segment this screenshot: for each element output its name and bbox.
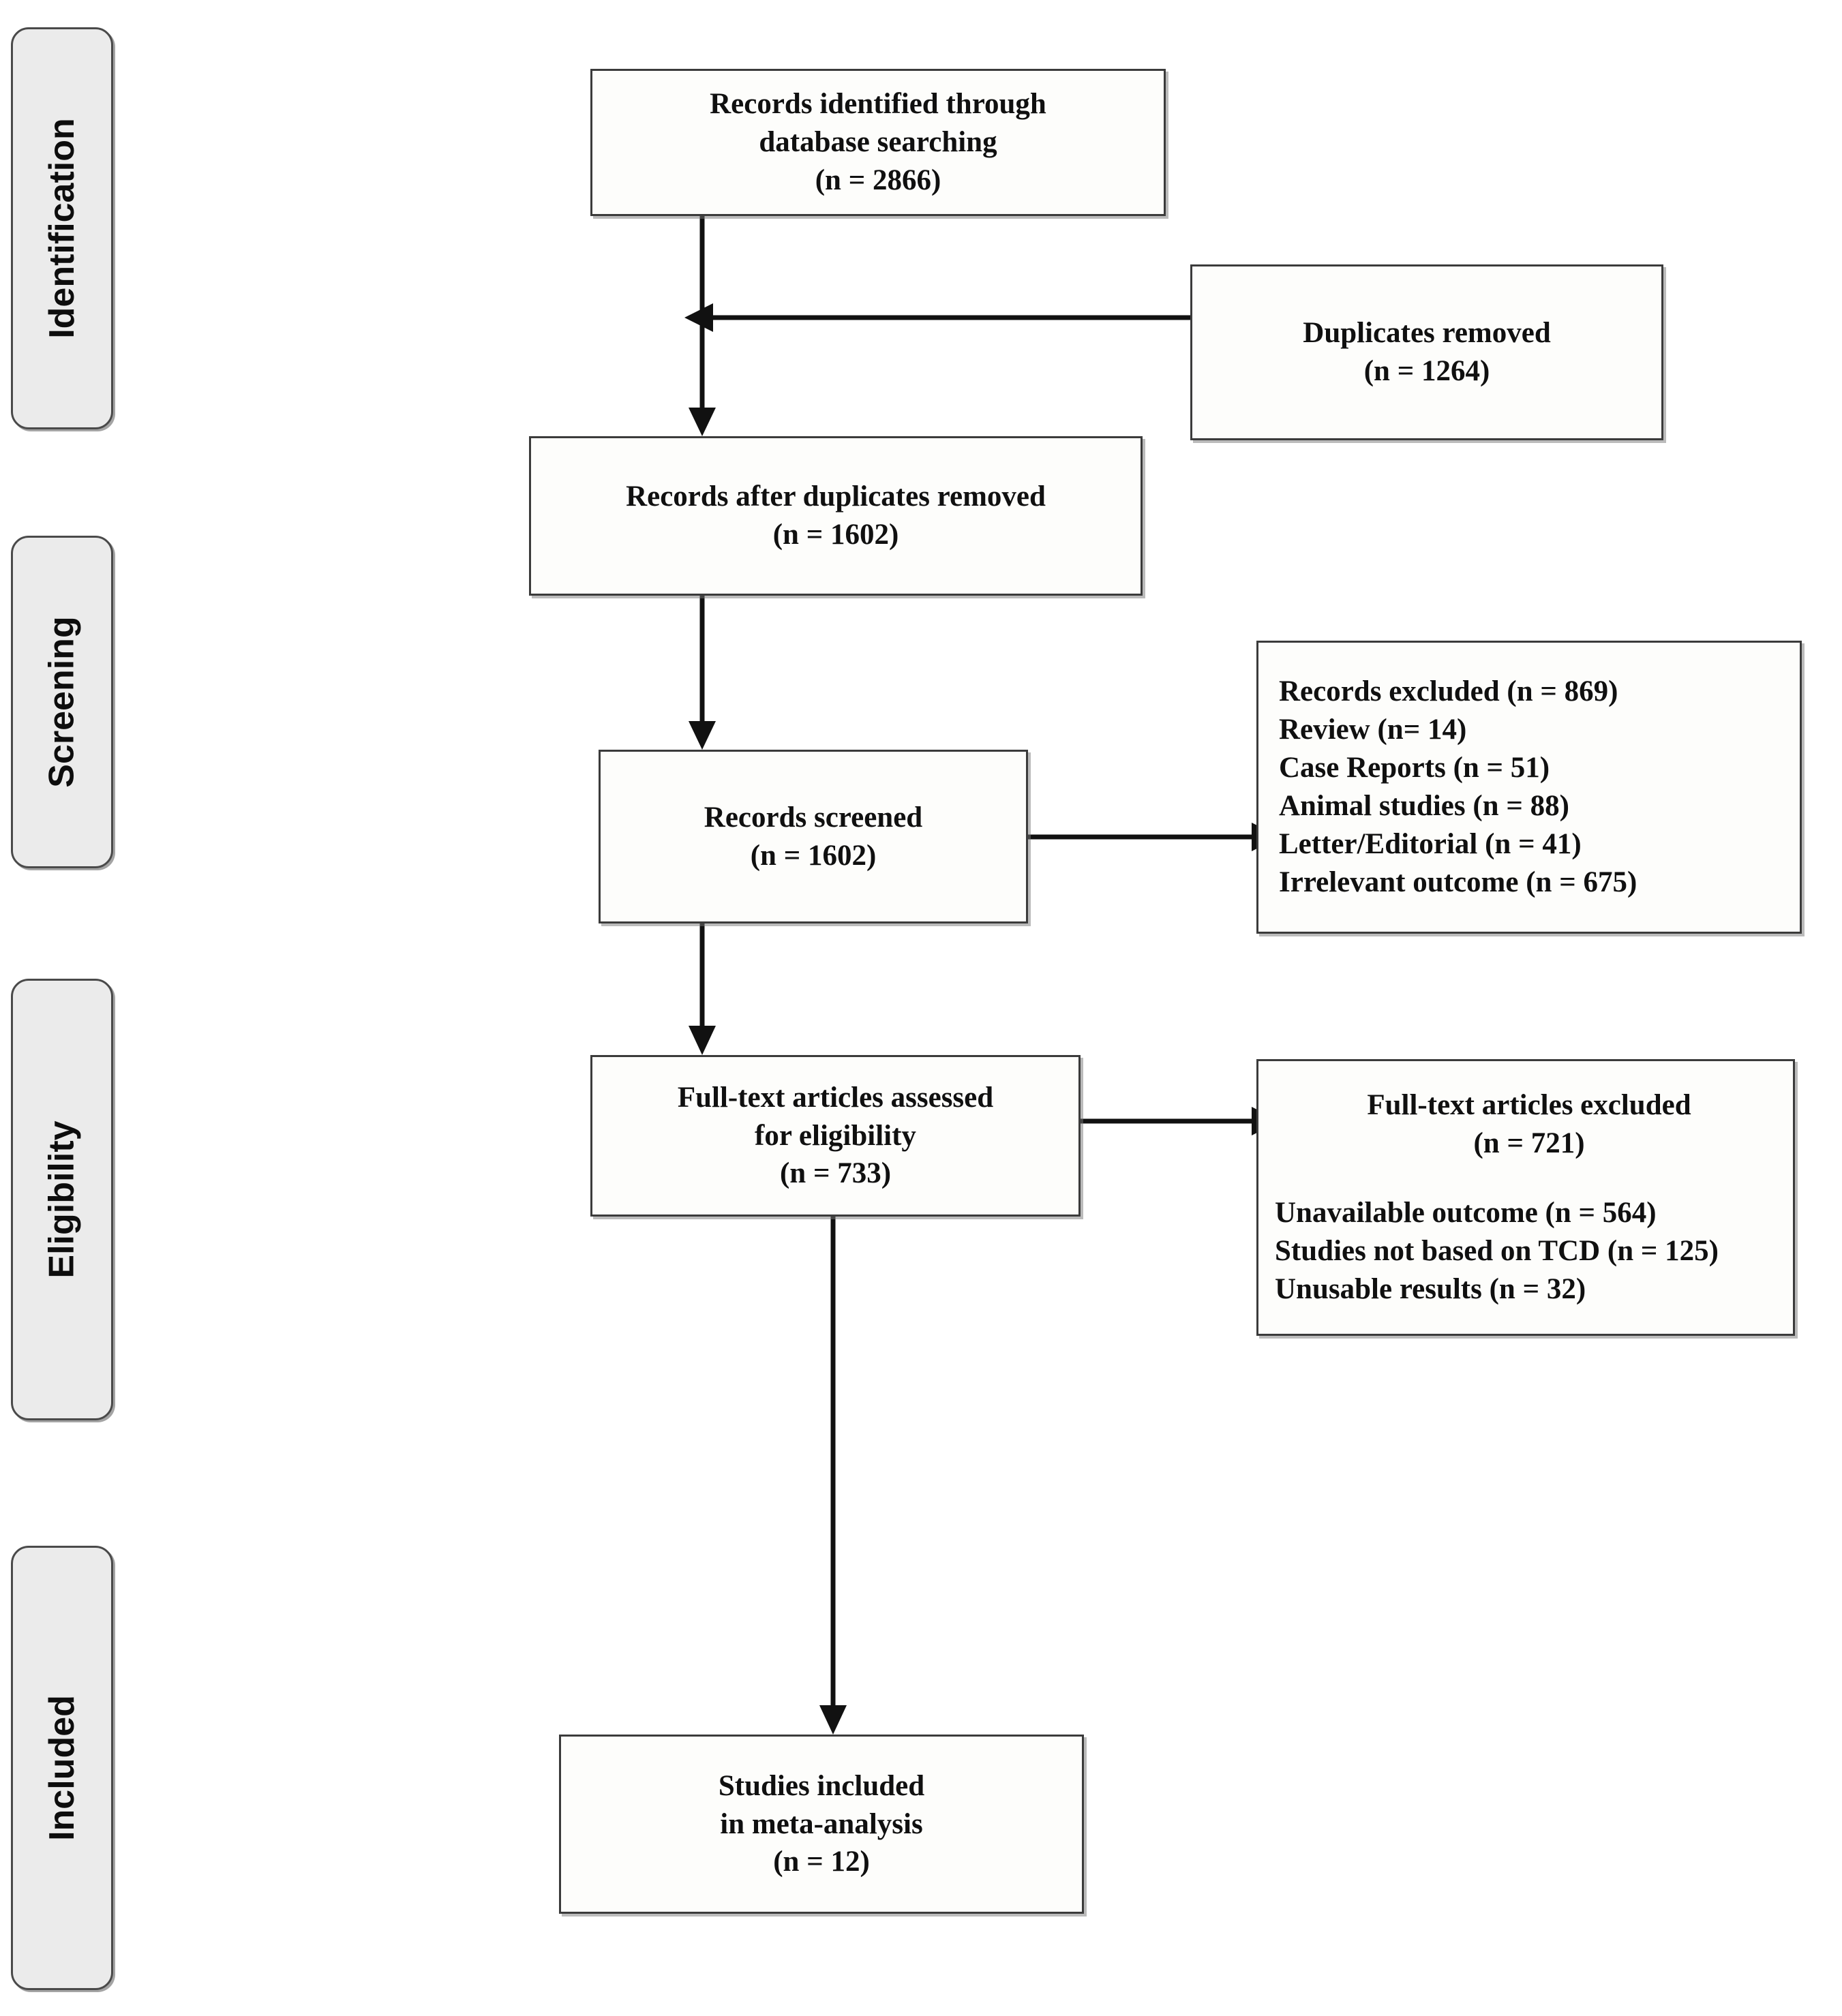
connector-duplicates-to-main (684, 303, 1190, 332)
box-records-identified-line-1: Records identified through (710, 88, 1046, 121)
box-fulltext-assessed-line-2: for eligibility (755, 1119, 916, 1152)
connector-fulltext-to-excluded (1081, 1107, 1280, 1135)
box-records-excluded: Records excluded (n = 869) Review (n= 14… (1256, 641, 1802, 934)
box-fulltext-excluded: Full-text articles excluded (n = 721) Un… (1256, 1059, 1795, 1336)
box-duplicates-removed-line-2: (n = 1264) (1363, 355, 1490, 387)
connector-screened-to-fulltext (689, 923, 716, 1055)
box-records-excluded-line-3: Case Reports (n = 51) (1279, 752, 1550, 784)
stage-label-eligibility: Eligibility (42, 1120, 82, 1279)
box-fulltext-excluded-header-2: (n = 721) (1473, 1127, 1585, 1160)
box-studies-included-line-2: in meta-analysis (720, 1807, 923, 1840)
box-records-excluded-line-5: Letter/Editorial (n = 41) (1279, 827, 1582, 860)
box-records-excluded-line-6: Irrelevant outcome (n = 675) (1279, 866, 1637, 898)
stage-label-included: Included (42, 1695, 82, 1841)
box-records-identified-line-3: (n = 2866) (815, 164, 941, 196)
box-records-screened: Records screened (n = 1602) (599, 750, 1028, 923)
box-records-excluded-line-2: Review (n= 14) (1279, 714, 1467, 746)
stage-pill-eligibility: Eligibility (11, 979, 113, 1420)
box-records-screened-line-2: (n = 1602) (750, 839, 877, 872)
box-records-identified: Records identified through database sear… (590, 69, 1166, 216)
box-duplicates-removed-line-1: Duplicates removed (1303, 317, 1551, 350)
box-fulltext-excluded-reason-1: Unavailable outcome (n = 564) (1275, 1197, 1657, 1230)
box-studies-included: Studies included in meta-analysis (n = 1… (559, 1735, 1084, 1914)
box-fulltext-excluded-reason-3: Unusable results (n = 32) (1275, 1272, 1586, 1305)
box-fulltext-excluded-header-1: Full-text articles excluded (1367, 1089, 1691, 1122)
stage-label-identification: Identification (42, 118, 82, 339)
box-records-excluded-line-4: Animal studies (n = 88) (1279, 790, 1569, 822)
box-studies-included-line-1: Studies included (718, 1769, 925, 1802)
stage-pill-screening: Screening (11, 536, 113, 868)
box-records-after-duplicates-line-2: (n = 1602) (772, 519, 899, 551)
stage-pill-included: Included (11, 1546, 113, 1990)
box-records-excluded-line-1: Records excluded (n = 869) (1279, 675, 1618, 708)
box-records-identified-line-2: database searching (759, 126, 997, 159)
box-records-screened-line-1: Records screened (704, 801, 923, 834)
box-duplicates-removed: Duplicates removed (n = 1264) (1190, 264, 1663, 440)
stage-pill-identification: Identification (11, 27, 113, 429)
box-fulltext-assessed: Full-text articles assessed for eligibil… (590, 1055, 1081, 1217)
box-studies-included-line-3: (n = 12) (773, 1846, 870, 1878)
stage-label-screening: Screening (42, 616, 82, 788)
box-records-after-duplicates: Records after duplicates removed (n = 16… (529, 436, 1143, 596)
box-fulltext-assessed-line-3: (n = 733) (779, 1157, 892, 1190)
box-records-after-duplicates-line-1: Records after duplicates removed (626, 480, 1046, 513)
box-fulltext-excluded-reason-2: Studies not based on TCD (n = 125) (1275, 1234, 1719, 1267)
connector-fulltext-to-included (819, 1217, 847, 1735)
connector-afterdup-to-screened (689, 596, 716, 750)
box-fulltext-assessed-line-1: Full-text articles assessed (677, 1081, 994, 1114)
